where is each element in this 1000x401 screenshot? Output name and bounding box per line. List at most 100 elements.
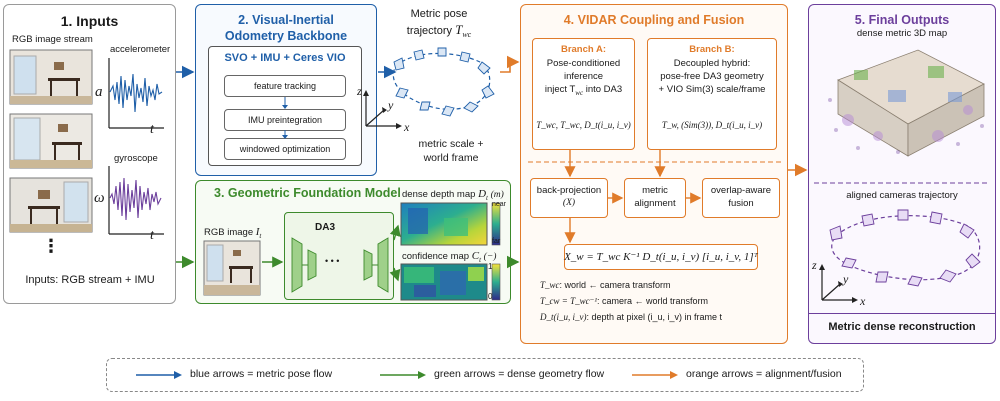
legend-arrow-orange — [632, 371, 678, 379]
branch-a-box — [532, 38, 635, 150]
conf-lo-label: 0 — [488, 292, 493, 301]
pose-title-math: T — [455, 22, 463, 37]
arrow-da3-to-depth — [389, 224, 401, 241]
inputs-panel: 1. Inputs — [3, 4, 176, 304]
notation-3-wrap: D_t(i_u, i_v): depth at pixel (i_u, i_v)… — [540, 312, 722, 322]
vio-inner-title: SVO + IMU + Ceres VIO — [224, 52, 346, 64]
accel-symbol: a — [95, 84, 103, 100]
metric-alignment-line2: alignment — [634, 198, 676, 209]
final-axis-x: x — [860, 294, 866, 308]
backprojection-line2: (X) — [562, 198, 576, 208]
legend-green-label: green arrows = dense geometry flow — [434, 368, 605, 380]
backprojection-box: back-projection (X) — [530, 178, 608, 218]
pose-camera-frustums — [393, 47, 495, 117]
branch-a-line3: inject T — [544, 84, 576, 95]
final-footer-divider — [809, 313, 995, 314]
branch-a-title: Branch A: — [560, 44, 607, 55]
gyro-signal — [109, 177, 162, 221]
conf-unit: (−) — [483, 252, 497, 262]
conf-label: confidence map — [402, 251, 470, 262]
aligned-camera-frustums — [829, 209, 981, 287]
notation-2-sym: T_cw = T_wc⁻¹ — [540, 296, 598, 306]
notation-2-wrap: T_cw = T_wc⁻¹: camera ← world transform — [540, 296, 708, 307]
pose-trajectory-plot — [392, 47, 495, 117]
depth-far-label: far — [492, 238, 501, 245]
arrow-da3-to-conf — [389, 267, 401, 282]
branch-b-line1: Decoupled hybrid: — [673, 58, 751, 69]
accel-signal — [109, 73, 163, 113]
pose-title-line2: trajectory — [406, 25, 453, 37]
branch-a-line1: Pose-conditioned — [546, 58, 621, 69]
branch-b-line2: pose-free DA3 geometry — [660, 71, 764, 82]
backprojection-line1: back-projection — [536, 185, 602, 196]
rgb-frame-1 — [9, 49, 93, 105]
pose-axis-z: z — [357, 84, 362, 98]
overlap-fusion-box: overlap-aware fusion — [702, 178, 780, 218]
rgb-frame-3 — [9, 177, 93, 233]
depth-var: D — [478, 188, 487, 200]
notation-1-desc: : world ← camera transform — [559, 280, 671, 290]
geo-rgb-sub: t — [259, 231, 262, 240]
conf-var: C — [471, 250, 480, 262]
branch-a-line3-wrap: inject Twc into DA3 — [532, 84, 635, 97]
legend-arrow-blue — [136, 371, 182, 379]
notation-3-sym: D_t(i_u, i_v) — [540, 312, 587, 322]
branch-a-line3-end: into DA3 — [583, 84, 623, 95]
pose-title-line2-wrap: trajectory Twc — [384, 22, 494, 39]
legend-orange-label: orange arrows = alignment/fusion — [686, 368, 842, 380]
arrow-pose-to-fusion — [500, 55, 520, 73]
vio-step-3-label: windowed optimization — [239, 144, 331, 154]
branch-a-math: T_wc, T_wc, D_t(i_u, i_v) — [536, 120, 631, 130]
final-separator — [814, 182, 990, 184]
final-title: 5. Final Outputs — [854, 13, 950, 27]
notation-3-desc: : depth at pixel (i_u, i_v) in frame t — [586, 312, 723, 322]
pose-caption-line1: metric scale + — [418, 138, 484, 150]
more-frames-dots: ⋮ — [42, 236, 60, 256]
depth-unit: (m) — [490, 190, 504, 200]
da3-model-label: DA3 — [315, 222, 336, 233]
legend-blue-label: blue arrows = metric pose flow — [190, 368, 333, 380]
depth-label: dense depth map — [402, 189, 476, 200]
legend-arrow-green — [380, 371, 426, 379]
rgb-stream-label: RGB image stream — [12, 34, 93, 45]
da3-dots: • • • — [325, 256, 340, 266]
equation-box — [564, 244, 758, 270]
final-footer: Metric dense reconstruction — [828, 321, 976, 333]
geo-rgb-image — [203, 240, 261, 296]
metric-alignment-line1: metric — [642, 185, 668, 196]
gyro-time-label: t — [150, 228, 154, 243]
dense-3d-map — [828, 49, 985, 157]
accel-time-label: t — [150, 122, 154, 137]
arrow-legend — [106, 358, 864, 392]
vio-title-line2: Odometry Backbone — [224, 29, 348, 43]
branch-b-box — [647, 38, 777, 150]
metric-alignment-box: metric alignment — [624, 178, 686, 218]
confidence-map-image — [400, 263, 501, 301]
branch-b-math: T_w, (Sim(3)), D_t(i_u, i_v) — [661, 120, 763, 130]
flow-arrows — [176, 55, 808, 282]
depth-sub: t — [486, 193, 488, 202]
geo-rgb-label: RGB image — [204, 227, 254, 238]
accelerometer-plot — [108, 58, 164, 129]
final-axis-z: z — [812, 258, 817, 272]
notation-1-wrap: T_wc: world ← camera transform — [540, 280, 671, 290]
pose-axis-x: x — [404, 120, 410, 134]
conf-label-wrap: confidence map Ct (−) — [402, 250, 496, 264]
conf-sub: t — [479, 255, 482, 264]
branch-a-line3-sub: wc — [575, 88, 584, 97]
overlap-fusion-line1: overlap-aware — [710, 185, 772, 196]
depth-map-image — [400, 202, 501, 246]
vio-step-connectors — [282, 97, 288, 139]
final-axis-y: y — [843, 272, 849, 286]
final-map-label: dense metric 3D map — [856, 28, 948, 39]
gyroscope-plot — [108, 166, 164, 235]
pose-title-sub: wc — [462, 30, 472, 40]
conf-hi-label: 1 — [488, 262, 493, 271]
geo-rgb-var: I — [255, 226, 260, 238]
vio-step-2-label: IMU preintegration — [247, 115, 323, 125]
pose-axes — [363, 90, 402, 129]
notation-2-desc: : camera ← world transform — [597, 296, 709, 306]
branch-a-line2: inference — [563, 71, 604, 82]
geo-title: 3. Geometric Foundation Model — [214, 186, 401, 200]
branch-b-line3: + VIO Sim(3) scale/frame — [658, 84, 766, 95]
